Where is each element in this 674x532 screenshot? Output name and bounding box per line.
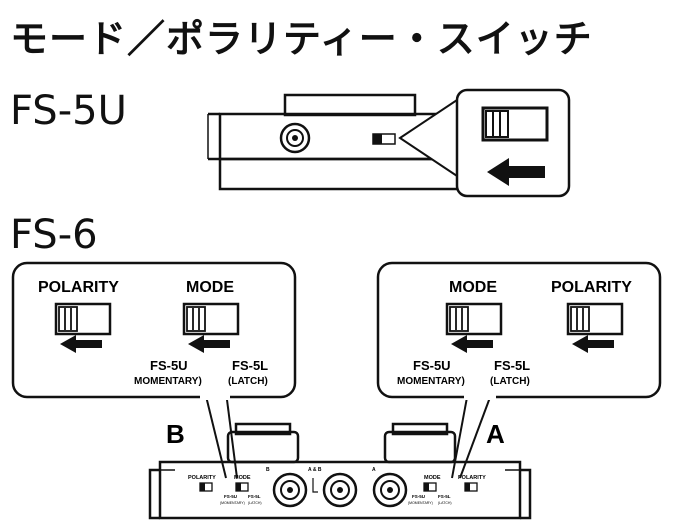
callout-right-fs5l: FS-5L xyxy=(494,358,530,373)
device-fs5u-left: FS-5U xyxy=(224,494,237,499)
device-jack-b: B xyxy=(266,467,270,473)
callout-box-left xyxy=(11,261,297,399)
device-mode-left: MODE xyxy=(234,475,251,481)
slide-switch-icon xyxy=(481,106,549,142)
slide-switch-icon xyxy=(182,302,240,336)
callout-right-polarity: POLARITY xyxy=(551,279,632,296)
slide-switch-icon xyxy=(445,302,503,336)
left-arrow-icon xyxy=(188,335,230,353)
callout-left-fs5l: FS-5L xyxy=(232,358,268,373)
left-arrow-icon xyxy=(487,158,545,186)
callout-left-fs5u: FS-5U xyxy=(150,358,188,373)
left-arrow-icon xyxy=(572,335,614,353)
callout-right-momentary: MOMENTARY) xyxy=(397,376,465,387)
device-momentary-right: (MOMENTARY) xyxy=(408,501,433,505)
side-label-b: B xyxy=(166,419,185,449)
fs5u-diagram xyxy=(207,88,571,198)
device-jack-a: A xyxy=(372,467,376,473)
fs5u-zoom-callout xyxy=(455,88,571,198)
device-polarity-left: POLARITY xyxy=(188,475,216,481)
slide-switch-icon xyxy=(464,482,478,492)
callout-right-latch: (LATCH) xyxy=(490,376,530,387)
callout-right-mode: MODE xyxy=(449,279,497,296)
slide-switch-icon xyxy=(235,482,249,492)
slide-switch-icon xyxy=(566,302,624,336)
fs5u-base xyxy=(218,157,462,191)
jack-icon xyxy=(279,122,311,154)
left-arrow-icon xyxy=(451,335,493,353)
slide-switch-icon xyxy=(199,482,213,492)
jack-icon xyxy=(372,472,408,508)
device-jack-ab: A & B xyxy=(308,467,322,473)
left-arrow-icon xyxy=(60,335,102,353)
device-latch-left: (LATCH) xyxy=(248,501,262,505)
device-latch-right: (LATCH) xyxy=(438,501,452,505)
slide-switch-icon xyxy=(372,133,396,145)
page-title: モード／ポラリティー・スイッチ xyxy=(10,17,593,61)
device-fs5l-right: FS-5L xyxy=(438,494,451,499)
callout-left-polarity: POLARITY xyxy=(38,279,119,296)
callout-left-momentary: MOMENTARY) xyxy=(134,376,202,387)
callout-left-mode: MODE xyxy=(186,279,234,296)
device-momentary-left: (MOMENTARY) xyxy=(220,501,245,505)
slide-switch-icon xyxy=(423,482,437,492)
callout-right-fs5u: FS-5U xyxy=(413,358,451,373)
fs6-diagram: POLARITY MODE FS-5U FS-5L (MOMENTARY) (L… xyxy=(11,261,662,520)
fs6-body xyxy=(158,460,522,520)
callout-box-right xyxy=(376,261,662,399)
device-mode-right: MODE xyxy=(424,475,441,481)
slide-switch-icon xyxy=(54,302,112,336)
model-label-fs6: FS-6 xyxy=(10,212,98,258)
model-label-fs5u: FS-5U xyxy=(10,88,127,134)
device-fs5l-left: FS-5L xyxy=(248,494,261,499)
jack-icon xyxy=(322,472,358,508)
callout-left-latch: (LATCH) xyxy=(228,376,268,387)
device-polarity-right: POLARITY xyxy=(458,475,486,481)
jack-icon xyxy=(272,472,308,508)
side-label-a: A xyxy=(486,419,505,449)
device-fs5u-right: FS-5U xyxy=(412,494,425,499)
fs5u-pedal-top xyxy=(283,93,417,117)
